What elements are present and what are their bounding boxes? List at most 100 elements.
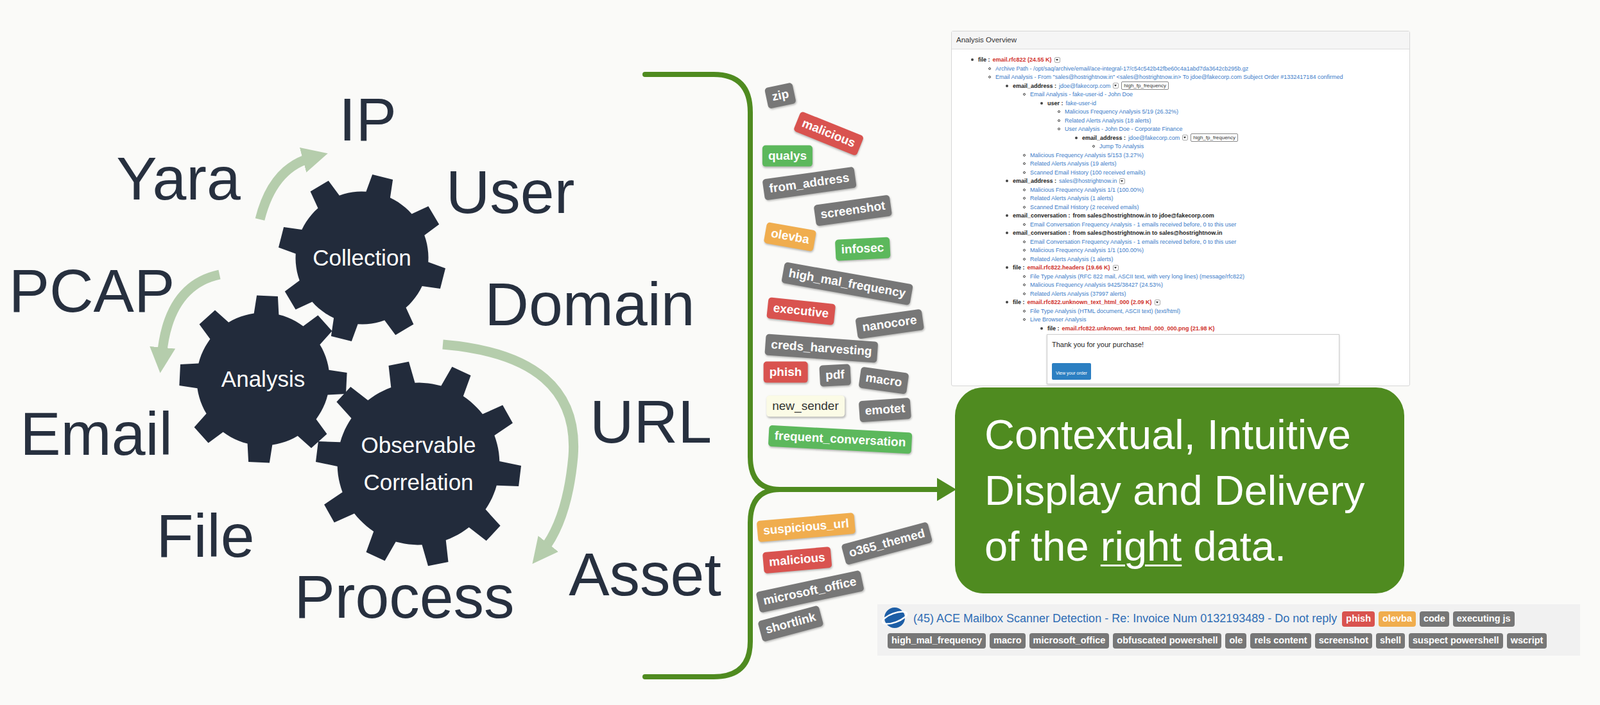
tag-text: microsoft_office	[1033, 635, 1106, 646]
tree-bullet	[1005, 231, 1009, 235]
tree-text: email_address :	[1012, 177, 1057, 185]
observable-type-label: User	[446, 155, 576, 229]
tree-text: email_conversation :	[1012, 229, 1071, 237]
alert-tag: high_mal_frequency	[887, 633, 986, 649]
tree-text: Malicious Frequency Analysis 5/19 (26.32…	[1064, 107, 1179, 116]
tree-row: Email Conversation Frequency Analysis - …	[1023, 220, 1237, 230]
tree-row: Malicious Frequency Analysis 1/1 (100.00…	[1023, 245, 1144, 255]
tree-row: User Analysis - John Doe - Corporate Fin…	[1057, 124, 1183, 134]
dropdown-caret	[1154, 299, 1161, 306]
gear-label: Observable Correlation	[351, 426, 486, 502]
tag-text: obfuscated powershell	[1116, 635, 1218, 646]
alert-tag: macro	[989, 633, 1026, 649]
tree-text: user :	[1047, 99, 1064, 108]
tree-row: file :email.rfc822.unknown_text_html_000…	[1040, 324, 1215, 334]
tree-text: Email Conversation Frequency Analysis - …	[1030, 220, 1237, 229]
tree-bullet	[1023, 223, 1026, 226]
tree-text: Related Alerts Analysis (1 alerts)	[1030, 194, 1114, 203]
tree-bullet	[1023, 154, 1026, 157]
tree-row: Related Alerts Analysis (1 alerts)	[1023, 254, 1114, 264]
tag-pill: emotet	[858, 397, 912, 423]
tree-row: Related Alerts Analysis (37997 alerts)	[1023, 289, 1127, 299]
tag-text: malicious	[768, 550, 826, 570]
tree-row: Jump To Analysis	[1092, 141, 1144, 151]
gear-shape	[315, 361, 522, 567]
tree-text: fake-user-id	[1066, 99, 1097, 108]
observable-type-label: Domain	[484, 267, 695, 341]
tree-bullet	[1040, 102, 1043, 105]
emphasis-text: right	[1100, 523, 1182, 570]
tree-text: Live Browser Analysis	[1030, 315, 1087, 324]
gear-label: Collection	[312, 239, 412, 277]
tree-text: File Type Analysis (RFC 822 mail, ASCII …	[1030, 272, 1245, 281]
tag-pill: macro	[858, 367, 910, 395]
alert-tag: olevba	[1378, 611, 1416, 627]
tree-row: File Type Analysis (RFC 822 mail, ASCII …	[1023, 272, 1245, 282]
alert-tag: screenshot	[1315, 633, 1373, 649]
alert-tag: wscript	[1506, 633, 1548, 649]
message-text: Contextual, Intuitive Display and Delive…	[984, 406, 1379, 575]
message-box: Contextual, Intuitive Display and Delive…	[954, 387, 1405, 594]
alert-title: (45) ACE Mailbox Scanner Detection - Re:…	[913, 612, 1337, 627]
caret-arrow	[1114, 266, 1117, 269]
tree-text: file :	[978, 55, 991, 64]
alert-tag: obfuscated powershell	[1112, 633, 1222, 649]
tree-row: email_address :jdoe@fakecorp.comhigh_fp_…	[1005, 81, 1169, 91]
tag-text: olevba	[1382, 613, 1412, 624]
panel-heading: Analysis Overview	[951, 31, 1410, 50]
tag-pill: phish	[763, 361, 809, 384]
tree-row: email_conversation :from sales@hostright…	[1005, 211, 1215, 221]
tree-bullet	[1023, 309, 1026, 313]
tree-bullet	[988, 75, 991, 79]
tree-text: Email Conversation Frequency Analysis - …	[1030, 238, 1237, 246]
tree-text: Related Alerts Analysis (18 alerts)	[1064, 116, 1152, 125]
tree-row: Email Conversation Frequency Analysis - …	[1023, 237, 1237, 247]
tag-text: olevba	[770, 226, 811, 247]
tree-row: Live Browser Analysis	[1023, 315, 1087, 325]
tree-row: Archive Path - /opt/saq/archive/email/ac…	[988, 64, 1249, 74]
cycle-arrow	[259, 157, 312, 220]
tree-bullet	[1023, 240, 1026, 244]
tag-text: frequent_conversation	[774, 428, 907, 450]
alert-tag: code	[1419, 611, 1450, 627]
tag-pill: olevba	[763, 222, 818, 252]
tree-row: email_address :sales@hostrightnow.in	[1005, 176, 1126, 186]
tree-bullet	[1023, 197, 1026, 200]
tree-bullet	[1023, 93, 1026, 96]
caret-arrow	[1120, 180, 1124, 183]
alert-tag: suspect powershell	[1408, 633, 1504, 649]
tag-text: ole	[1229, 635, 1243, 646]
tag-text: emotet	[864, 401, 906, 418]
tree-text: Jump To Analysis	[1099, 142, 1144, 151]
tree-row: Malicious Frequency Analysis 5/153 (3.27…	[1023, 150, 1144, 160]
tag-text: new_sender	[772, 399, 839, 413]
tree-bullet	[1057, 127, 1061, 131]
caret-arrow	[1055, 59, 1059, 61]
tree-bullet	[1023, 249, 1026, 252]
tag-text: creds_harvesting	[770, 337, 873, 359]
alert-tag: phish	[1341, 611, 1375, 627]
tree-text: email.rfc822.headers (19.66 K)	[1027, 263, 1111, 272]
tag-text: microsoft_office	[761, 574, 858, 608]
tree-text: Malicious Frequency Analysis 1/1 (100.00…	[1030, 246, 1144, 255]
tree-text: Malicious Frequency Analysis 9425/38427 …	[1030, 281, 1163, 289]
tag-text: suspicious_url	[762, 516, 850, 538]
tree-bullet	[1023, 162, 1026, 165]
tag-text: suspect powershell	[1412, 635, 1500, 646]
tree-bullet	[1023, 188, 1026, 192]
tag-text: screenshot	[819, 198, 886, 222]
tree-row: Malicious Frequency Analysis 5/19 (26.32…	[1057, 107, 1179, 117]
tree-bullet	[1023, 258, 1026, 261]
gear-label: Analysis	[221, 360, 305, 398]
tree-bullet	[1075, 136, 1078, 140]
observable-type-label: IP	[338, 82, 397, 156]
tree-bullet	[1005, 301, 1009, 304]
tree-row: email_address :jdoe@fakecorp.comhigh_fp_…	[1075, 133, 1239, 143]
tag-pill: from_address	[762, 166, 857, 201]
tree-text: Scanned Email History (2 received emails…	[1030, 203, 1140, 212]
tag-text: shortlink	[763, 610, 818, 637]
tag-pill: pdf	[818, 363, 851, 387]
tree-row: Email Analysis - From "sales@hostrightno…	[988, 72, 1343, 82]
tree-text: email.rfc822 (24.55 K)	[992, 55, 1052, 64]
